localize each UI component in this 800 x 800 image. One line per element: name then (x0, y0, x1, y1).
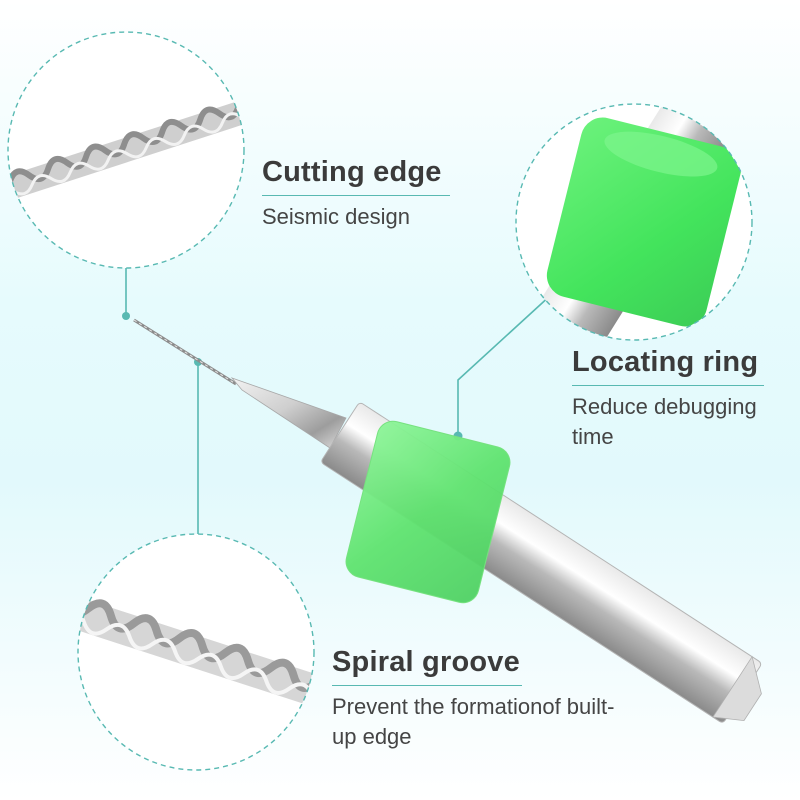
callout-description: Reduce debugging time (572, 394, 757, 449)
zoom-circle-spiral-groove (77, 533, 315, 771)
callout-cutting-edge: Cutting edge Seismic design (262, 156, 450, 232)
locating-ring (345, 420, 511, 604)
callout-title: Cutting edge (262, 156, 450, 196)
callout-description: Seismic design (262, 204, 410, 229)
callout-title: Spiral groove (332, 646, 522, 686)
callout-title: Locating ring (572, 346, 764, 386)
drill-bit-image (133, 318, 762, 723)
callout-spiral-groove: Spiral groove Prevent the formationof bu… (332, 646, 632, 752)
callout-description: Prevent the formationof built-up edge (332, 694, 615, 749)
callout-locating-ring: Locating ring Reduce debugging time (572, 346, 800, 452)
zoom-circle-cutting-edge (7, 31, 245, 269)
connector-lines (125, 268, 553, 534)
